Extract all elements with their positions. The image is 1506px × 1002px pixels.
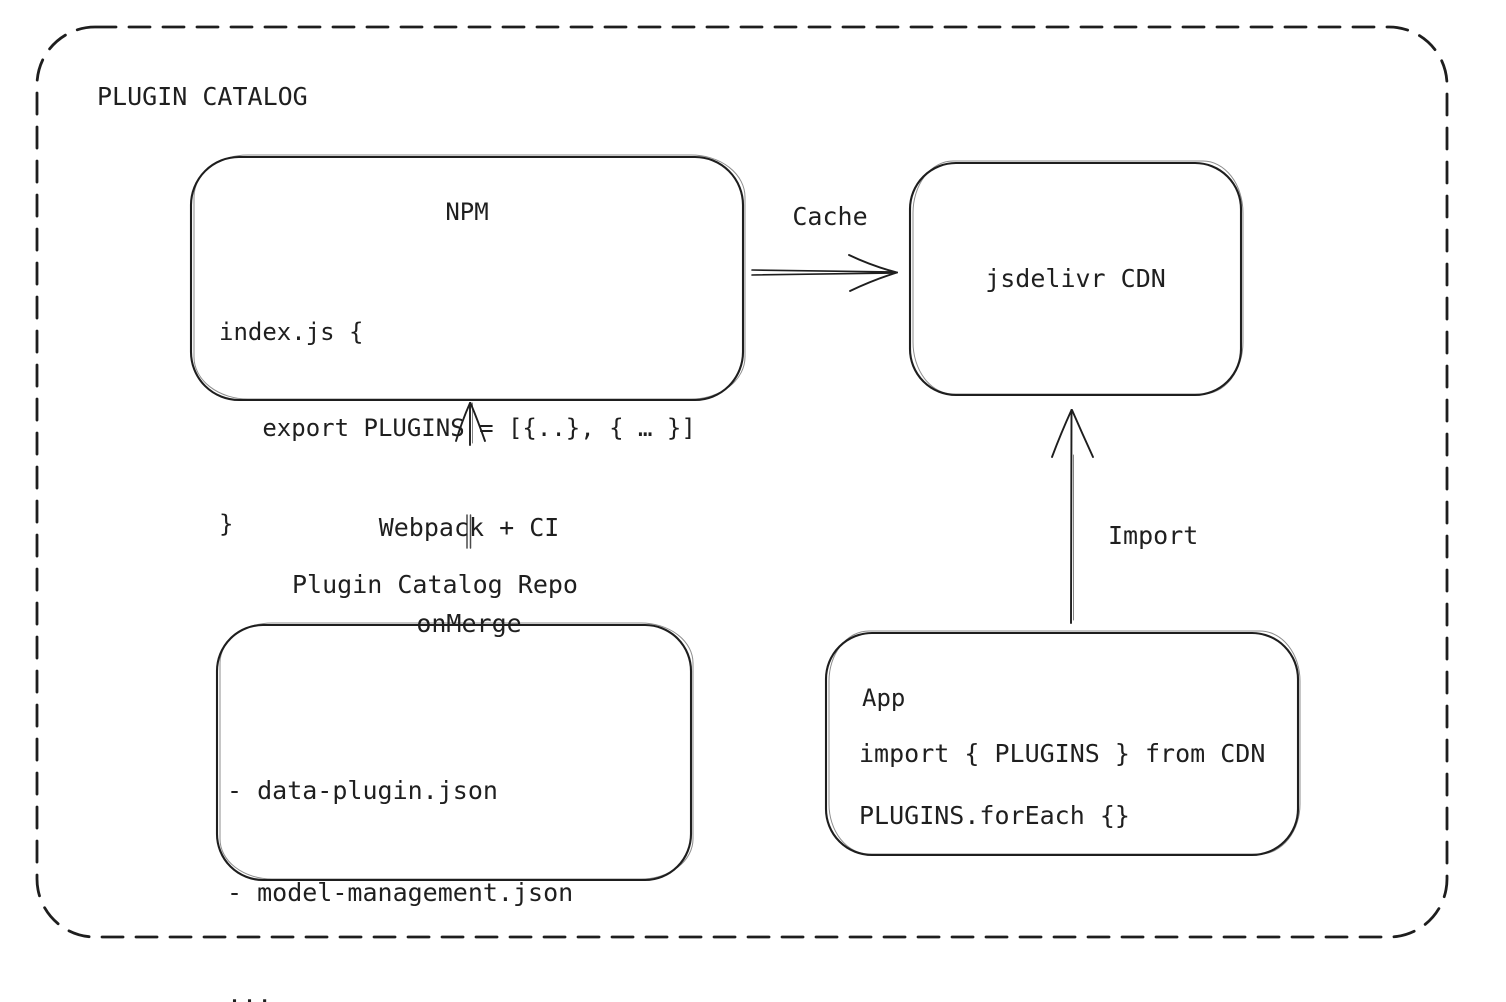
repo-box-label: Plugin Catalog Repo	[292, 570, 578, 599]
repo-file-item: - data-plugin.json	[227, 776, 498, 805]
npm-code-line: }	[219, 510, 234, 538]
npm-code-block: index.js { export PLUGINS = [{..}, { … }…	[219, 252, 696, 604]
npm-code-line: export PLUGINS = [{..}, { … }]	[219, 414, 696, 442]
app-box-shape	[824, 630, 1301, 857]
npm-code-line: index.js {	[219, 318, 364, 346]
build-arrow-label-line2: onMerge	[416, 609, 522, 638]
npm-box-title: NPM	[445, 198, 489, 226]
app-code-line: import { PLUGINS } from CDN	[859, 739, 1266, 768]
repo-file-item: - model-management.json	[227, 878, 574, 907]
app-code-line: PLUGINS.forEach {}	[859, 801, 1130, 830]
build-arrow-label: Webpack + CI onMerge	[329, 448, 609, 704]
repo-file-item: ...	[227, 980, 273, 1002]
import-arrow	[1051, 409, 1094, 624]
cdn-box-label: jsdelivr CDN	[985, 264, 1166, 293]
build-arrow-label-line1: Webpack + CI	[378, 513, 560, 542]
cdn-box-shape	[908, 160, 1244, 397]
build-arrow	[455, 402, 486, 549]
npm-box-shape	[189, 154, 746, 402]
repo-box-shape	[215, 622, 694, 882]
diagram-title: PLUGIN CATALOG	[97, 82, 308, 111]
app-box-title: App	[862, 684, 906, 712]
import-arrow-label: Import	[1108, 521, 1199, 550]
repo-file-list: - data-plugin.json - model-management.js…	[227, 706, 573, 1002]
cache-arrow	[751, 254, 898, 292]
outer-dashed-border	[35, 25, 1449, 939]
cache-arrow-label: Cache	[792, 202, 868, 231]
